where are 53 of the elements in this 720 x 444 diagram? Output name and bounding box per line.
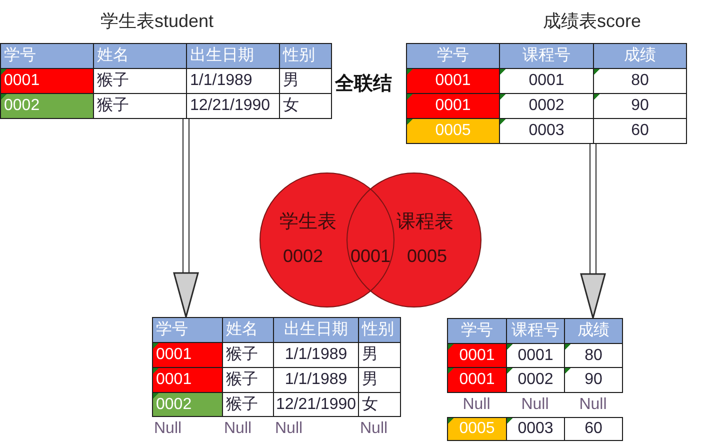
null-text: Null [521,396,549,412]
header-cell: 学号 [406,43,500,69]
null-text: Null [579,396,607,412]
header-cell: 出生日期 [273,317,359,343]
null-text: Null [462,396,490,412]
table-cell: 女 [358,392,401,417]
circle-value: 0005 [406,247,448,265]
null-text: Null [154,421,182,437]
header-cell: 性别 [358,317,401,343]
table-cell: 80 [593,68,687,94]
id-cell: 0005 [447,417,507,441]
table-cell: 60 [564,417,623,441]
null-text: Null [224,421,252,437]
table-cell: 90 [593,93,687,119]
header-cell: 课程号 [499,43,594,69]
table-cell: 女 [279,93,332,119]
circle-value: 0002 [282,247,324,265]
circle-label: 课程表 [396,212,454,232]
id-cell: 0001 [406,93,500,119]
id-cell: 0002 [0,93,94,119]
header-cell: 学号 [152,317,223,343]
join-label: 全联结 [335,74,392,94]
null-text: Null [275,421,303,437]
header-cell: 出生日期 [186,43,280,69]
header-cell: 性别 [279,43,332,69]
id-cell: 0002 [152,392,223,417]
id-cell: 0001 [152,342,223,368]
null-text: Null [360,421,388,437]
table-cell: 90 [564,367,623,393]
header-cell: 课程号 [506,318,565,344]
header-cell: 成绩 [593,43,687,69]
id-cell: 0001 [447,343,507,368]
overlap-value: 0001 [350,247,391,265]
id-cell: 0001 [152,367,223,393]
table-cell: 0003 [499,118,594,144]
id-cell: 0005 [406,118,500,144]
header-cell: 成绩 [564,318,623,344]
header-cell: 学号 [0,43,94,69]
circle-label: 学生表 [280,212,336,232]
id-cell: 0001 [406,68,500,94]
table-title: 学生表student [100,12,214,30]
block-arrow [173,119,199,318]
table-cell: 80 [564,343,623,368]
block-arrow [580,144,606,319]
table-cell: 0003 [506,417,565,441]
table-title: 成绩表score [543,12,641,30]
table-cell: 0002 [506,367,565,393]
table-cell: 60 [593,118,687,144]
id-cell: 0001 [0,68,94,94]
header-cell: 学号 [447,318,507,344]
id-cell: 0001 [447,367,507,393]
header-cell: 姓名 [93,43,187,69]
header-cell: 姓名 [222,317,274,343]
